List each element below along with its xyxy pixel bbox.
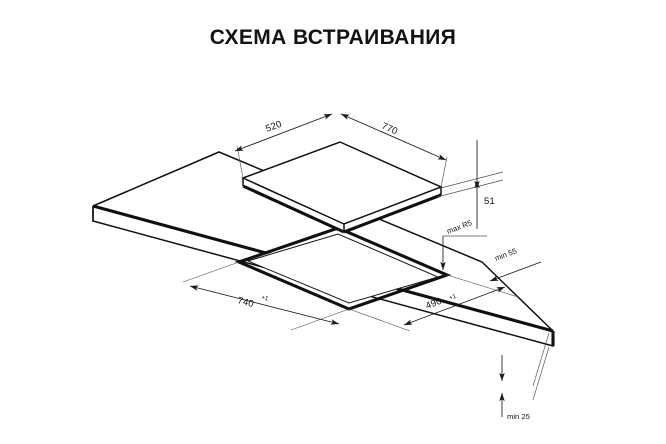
dim-min25-ext-top	[532, 332, 550, 387]
dim-min25-ext-bottom	[532, 346, 550, 401]
dim-490-tolerance: +1	[448, 293, 458, 302]
dimension-cooktop-depth: 520	[234, 113, 333, 179]
dim-51-label: 51	[484, 196, 495, 207]
dimension-cooktop-height: 51	[436, 140, 504, 229]
page-title: СХЕМА ВСТРАИВАНИЯ	[209, 26, 457, 49]
cooktop-front-right-edge	[343, 193, 442, 234]
dimension-cutout-depth: 490 +1	[348, 274, 519, 332]
cooktop-panel	[241, 141, 443, 234]
dimension-cooktop-width: 770	[340, 113, 448, 188]
leader-edge-clearance: min 55	[489, 246, 542, 282]
dim-51-ext-top	[436, 171, 504, 190]
dim-520-ext	[236, 145, 244, 179]
dimension-cutout-width: 740 +1	[182, 261, 350, 331]
dim-740-ext-a	[182, 261, 240, 283]
dim-490-line	[403, 286, 506, 326]
cooktop-front-left-edge	[242, 184, 345, 234]
leader-min55-line	[489, 261, 542, 282]
dim-770-label: 770	[380, 121, 399, 138]
cooktop-thickness-edges	[242, 178, 442, 232]
dim-740-line	[189, 285, 340, 325]
dim-740-label: 740	[236, 295, 255, 310]
dim-520-line	[234, 113, 333, 152]
dim-740-tolerance: +1	[261, 294, 270, 303]
dim-490-ext-b	[446, 274, 519, 298]
dim-51-ext-bottom	[436, 179, 504, 198]
cooktop-left-side-face	[243, 178, 344, 232]
dimension-worktop-thickness: min 25	[499, 332, 550, 421]
cooktop-top-face	[243, 142, 441, 224]
leader-R5-label: max R5	[445, 218, 473, 236]
dim-770-line	[340, 113, 447, 161]
dim-490-label: 490	[424, 296, 443, 312]
cooktop-right-side-face	[344, 187, 441, 232]
dim-490-ext-a	[348, 308, 411, 332]
dim-min25-label: min 25	[507, 412, 530, 421]
dim-770-ext	[440, 156, 448, 188]
dim-520-label: 520	[264, 119, 283, 135]
cutout-inner-face	[246, 234, 440, 303]
leader-min55-label: min 55	[493, 246, 518, 263]
